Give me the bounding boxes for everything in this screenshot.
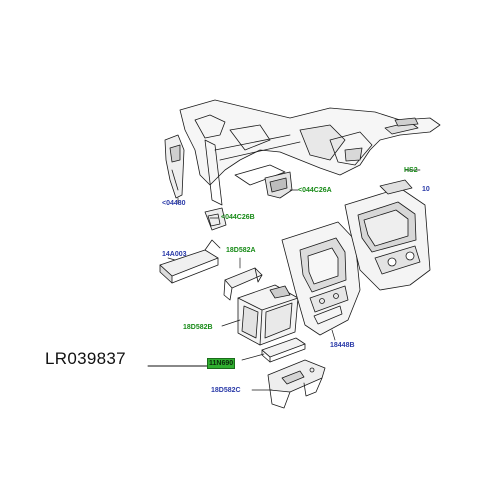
- callout-11n690: 11N690: [207, 358, 236, 369]
- callout-14a003: 14A003: [162, 251, 187, 258]
- callout-18d582a: 18D582A: [226, 247, 256, 254]
- vent-044c26a: [264, 171, 293, 199]
- bracket-18d582c: [267, 359, 326, 409]
- callout-18d582c: 18D582C: [211, 387, 241, 394]
- leader-18d582b: [221, 319, 241, 327]
- trim-panel-14a003: [159, 239, 221, 284]
- module-housing-18d582b: [237, 284, 299, 346]
- plate-11n690: [261, 337, 306, 363]
- callout-10: 10: [422, 186, 430, 193]
- audio-unit: [344, 179, 431, 291]
- callout-044c26b: <044C26B: [221, 214, 255, 221]
- bracket-18d582a: [223, 267, 263, 301]
- leader-11n690: [241, 353, 265, 361]
- part-number: LR039837: [45, 349, 126, 368]
- callout-04480: <04480: [162, 200, 186, 207]
- callout-044c26a: <044C26A: [298, 187, 332, 194]
- dashboard-frame: [179, 99, 441, 206]
- leader-14a003: [167, 257, 176, 261]
- callout-18d582b: 18D582B: [183, 324, 213, 331]
- bracket-044c26b: [204, 207, 227, 231]
- leader-18448b: [331, 329, 336, 341]
- callout-18448b: 18448B: [330, 342, 355, 349]
- console-bezel-18448b: [281, 221, 361, 336]
- callout-hs2: HS2: [404, 167, 418, 174]
- left-pillar-trim: [164, 134, 185, 199]
- leader-lines: [167, 169, 421, 391]
